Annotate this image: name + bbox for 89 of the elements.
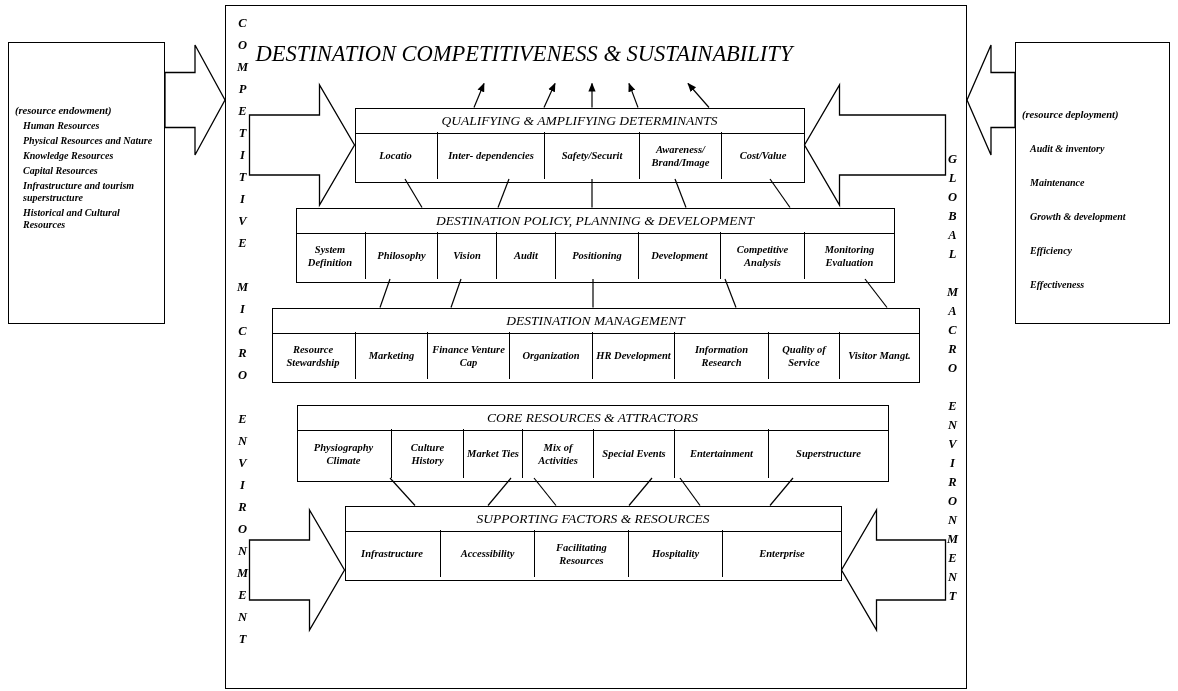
block-arrow <box>803 82 947 208</box>
box-heading: (resource deployment) <box>1022 109 1120 121</box>
connector-line <box>487 477 512 507</box>
list-item: Knowledge Resources <box>23 150 115 162</box>
block-arrow <box>248 507 346 633</box>
panel <box>344 505 842 581</box>
factor-cell: Awareness/ Brand/Image <box>639 132 721 179</box>
connector-line <box>497 178 510 209</box>
panel-heading: QUALIFYING & AMPLIFYING DETERMINANTS <box>355 108 804 134</box>
factor-cell: Mix of Activities <box>522 429 593 478</box>
panel-heading: DESTINATION POLICY, PLANNING & DEVELOPMENT <box>296 208 894 234</box>
panel-heading: SUPPORTING FACTORS & RESOURCES <box>345 506 841 532</box>
connector-line <box>591 178 593 209</box>
box-heading: (resource endowment) <box>15 105 113 117</box>
arrow <box>473 82 485 109</box>
block-arrow <box>966 44 1016 156</box>
vertical-label: GLOBAL MACRO ENVIRONMENT <box>945 151 960 608</box>
list-item: Growth & development <box>1030 211 1127 223</box>
factor-cell: Accessibility <box>440 530 534 577</box>
factor-cell: Competitive Analysis <box>720 232 804 279</box>
factor-cell: Physiography Climate <box>296 429 391 478</box>
factor-cell: Quality of Service <box>768 332 839 379</box>
connector-line <box>592 278 594 309</box>
list-item: Human Resources <box>23 120 101 132</box>
factor-cell: Inter- dependencies <box>437 132 544 179</box>
block-arrow <box>840 507 947 633</box>
panel <box>295 207 895 283</box>
panel <box>354 107 805 183</box>
factor-cell: Vision <box>437 232 496 279</box>
factor-cell: Superstructure <box>768 429 888 478</box>
panel-heading: DESTINATION MANAGEMENT <box>272 308 919 334</box>
factor-cell: Safety/Securit <box>544 132 639 179</box>
panel <box>296 404 889 482</box>
connector-line <box>674 178 687 209</box>
factor-cell: Development <box>638 232 720 279</box>
list-item: Effectiveness <box>1030 279 1086 291</box>
panel <box>271 307 920 383</box>
factor-cell: Resource Stewardship <box>271 332 355 379</box>
list-item: Capital Resources <box>23 165 99 177</box>
connector-line <box>389 477 416 507</box>
factor-cell: Visitor Mangt. <box>839 332 919 379</box>
factor-cell: Monitoring Evaluation <box>804 232 894 279</box>
factor-cell: HR Development <box>592 332 674 379</box>
list-item: Physical Resources and Nature <box>23 135 154 147</box>
connector-line <box>450 278 462 309</box>
panel-heading: CORE RESOURCES & ATTRACTORS <box>297 405 888 431</box>
block-arrow <box>164 44 226 156</box>
factor-cell: Special Events <box>593 429 674 478</box>
factor-cell: Finance Venture Cap <box>427 332 509 379</box>
connector-line <box>769 178 791 209</box>
factor-cell: Enterprise <box>722 530 841 577</box>
factor-cell: System Definition <box>295 232 365 279</box>
side-panel <box>1015 42 1170 324</box>
connector-line <box>769 477 794 507</box>
connector-line <box>533 477 557 507</box>
factor-cell: Facilitating Resources <box>534 530 628 577</box>
connector-line <box>864 278 888 309</box>
factor-cell: Marketing <box>355 332 427 379</box>
list-item: Audit & inventory <box>1030 143 1106 155</box>
diagram-title: DESTINATION COMPETITIVENESS & SUSTAINABILITY <box>255 39 936 84</box>
factor-cell: Infrastructure <box>344 530 440 577</box>
factor-cell: Organization <box>509 332 592 379</box>
connector-line <box>379 278 391 309</box>
factor-cell: Positioning <box>555 232 638 279</box>
connector-line <box>628 477 653 507</box>
arrow <box>543 82 556 109</box>
arrow <box>687 82 710 109</box>
list-item: Maintenance <box>1030 177 1086 189</box>
factor-cell: Information Research <box>674 332 768 379</box>
frame-box <box>225 5 967 689</box>
vertical-label: COMPETITIVE MICRO ENVIRONMENT <box>235 15 250 654</box>
factor-cell: Locatio <box>354 132 437 179</box>
factor-cell: Cost/Value <box>721 132 804 179</box>
factor-cell: Entertainment <box>674 429 768 478</box>
factor-cell: Audit <box>496 232 555 279</box>
factor-cell: Market Ties <box>463 429 522 478</box>
block-arrow <box>248 82 356 208</box>
side-panel <box>8 42 165 324</box>
list-item: Historical and Cultural Resources <box>23 207 121 231</box>
connector-line <box>404 178 423 209</box>
factor-cell: Philosophy <box>365 232 437 279</box>
arrow <box>628 82 639 109</box>
arrow <box>588 82 596 109</box>
connector-line <box>679 477 701 507</box>
factor-cell: Hospitality <box>628 530 722 577</box>
factor-cell: Culture History <box>391 429 463 478</box>
list-item: Efficiency <box>1030 245 1074 257</box>
list-item: Infrastructure and tourism superstructure <box>23 180 136 204</box>
connector-line <box>724 278 737 309</box>
